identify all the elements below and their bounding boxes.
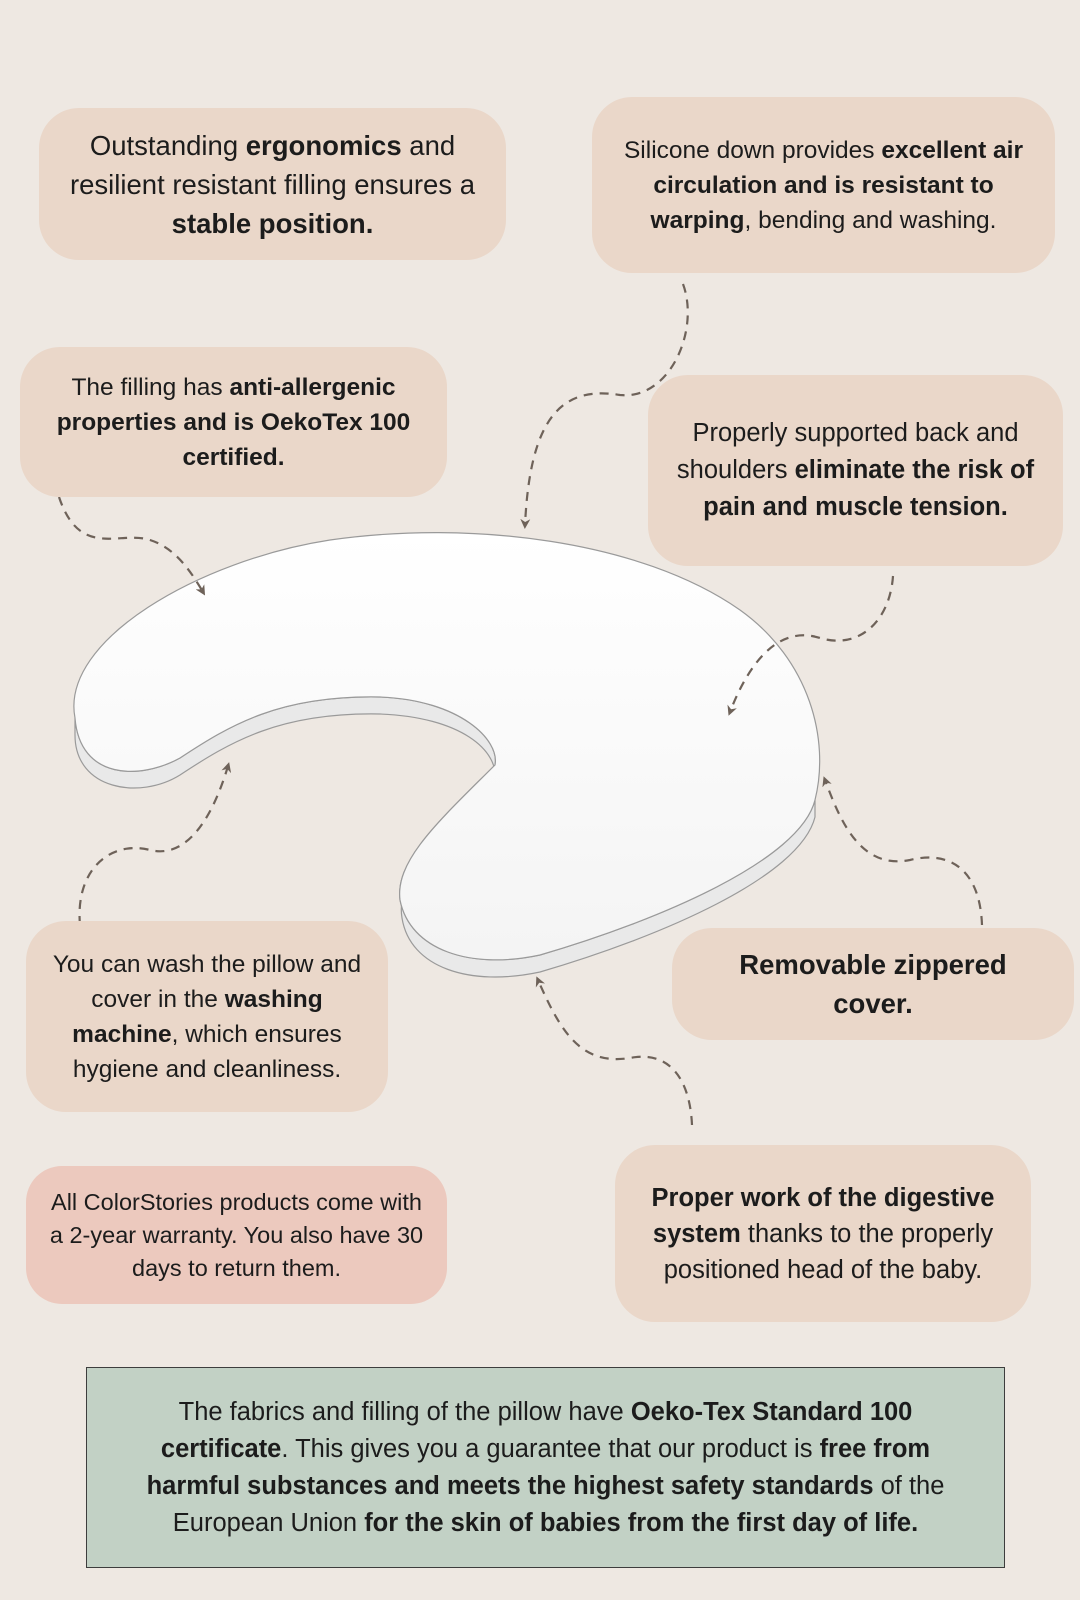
text: You can wash the pillow and cover in the bbox=[52, 950, 362, 1013]
callout-text: The fabrics and filling of the pillow ha… bbox=[117, 1394, 974, 1542]
arrow-back-support bbox=[727, 575, 895, 716]
text: of the European Union bbox=[172, 1471, 945, 1537]
bold-text: ergonomics bbox=[245, 129, 402, 161]
callout-text: Proper work of the digestive system than… bbox=[637, 1180, 1009, 1288]
text: All ColorStories products come with a 2-… bbox=[49, 1188, 424, 1281]
bold-text: stable position. bbox=[171, 207, 374, 239]
text: Properly supported back and shoulders bbox=[676, 419, 1019, 484]
bold-text: washing machine bbox=[72, 985, 323, 1048]
bold-text: for the skin of babies from the first da… bbox=[364, 1508, 919, 1537]
arrow-zippered-cover bbox=[822, 776, 984, 926]
text: The filling has bbox=[71, 373, 230, 401]
text: The fabrics and filling of the pillow ha… bbox=[178, 1397, 631, 1426]
bold-text: Proper work of the bbox=[651, 1183, 884, 1212]
text: Outstanding bbox=[89, 129, 246, 161]
bold-text: Oeko-Tex Standard 100 certificate bbox=[160, 1397, 913, 1463]
callout-text: The filling has anti-allergenic properti… bbox=[42, 370, 425, 475]
arrow-digestive bbox=[535, 976, 694, 1126]
bold-text: excellent air circulation and is resista… bbox=[650, 136, 1024, 234]
arrow-washing bbox=[78, 762, 232, 926]
text: , bending and washing. bbox=[744, 206, 997, 234]
callout-digestive: Proper work of the digestive system than… bbox=[615, 1145, 1031, 1322]
arrow-silicone-down bbox=[520, 283, 689, 529]
certificate-notice: The fabrics and filling of the pillow ha… bbox=[86, 1367, 1005, 1568]
text: . This gives you a guarantee that our pr… bbox=[281, 1434, 820, 1463]
callout-warranty: All ColorStories products come with a 2-… bbox=[26, 1166, 447, 1304]
callout-text: You can wash the pillow and cover in the… bbox=[48, 947, 366, 1087]
bold-text: eliminate the risk of pain and muscle te… bbox=[703, 456, 1035, 521]
nursing-pillow-image bbox=[73, 532, 821, 978]
callout-ergonomics: Outstanding ergonomics and resilient res… bbox=[39, 108, 506, 260]
text: Silicone down provides bbox=[623, 136, 882, 164]
text: thanks to the properly positioned head o… bbox=[663, 1219, 994, 1284]
callout-zippered-cover: Removable zippered cover. bbox=[672, 928, 1074, 1040]
text: and resilient resistant filling ensures … bbox=[69, 129, 476, 200]
bold-text: Removable zippered cover. bbox=[739, 949, 1007, 1019]
text: , which ensures hygiene and cleanliness. bbox=[72, 1020, 342, 1083]
callout-back-support: Properly supported back and shoulders el… bbox=[648, 375, 1063, 566]
bold-text: free from harmful substances and meets t… bbox=[146, 1434, 931, 1500]
callout-text: Outstanding ergonomics and resilient res… bbox=[61, 126, 484, 243]
bold-text: anti-allergenic properties and is OekoTe… bbox=[56, 373, 411, 471]
callout-text: All ColorStories products come with a 2-… bbox=[48, 1186, 425, 1285]
callout-anti-allergenic: The filling has anti-allergenic properti… bbox=[20, 347, 447, 497]
callout-text: Silicone down provides excellent air cir… bbox=[614, 133, 1033, 238]
arrow-anti-allergenic bbox=[57, 496, 206, 596]
bold-text: digestive system bbox=[652, 1183, 995, 1248]
callout-silicone-down: Silicone down provides excellent air cir… bbox=[592, 97, 1055, 273]
callout-text: Removable zippered cover. bbox=[722, 945, 1024, 1023]
callout-washing: You can wash the pillow and cover in the… bbox=[26, 921, 388, 1112]
callout-text: Properly supported back and shoulders el… bbox=[670, 415, 1041, 526]
